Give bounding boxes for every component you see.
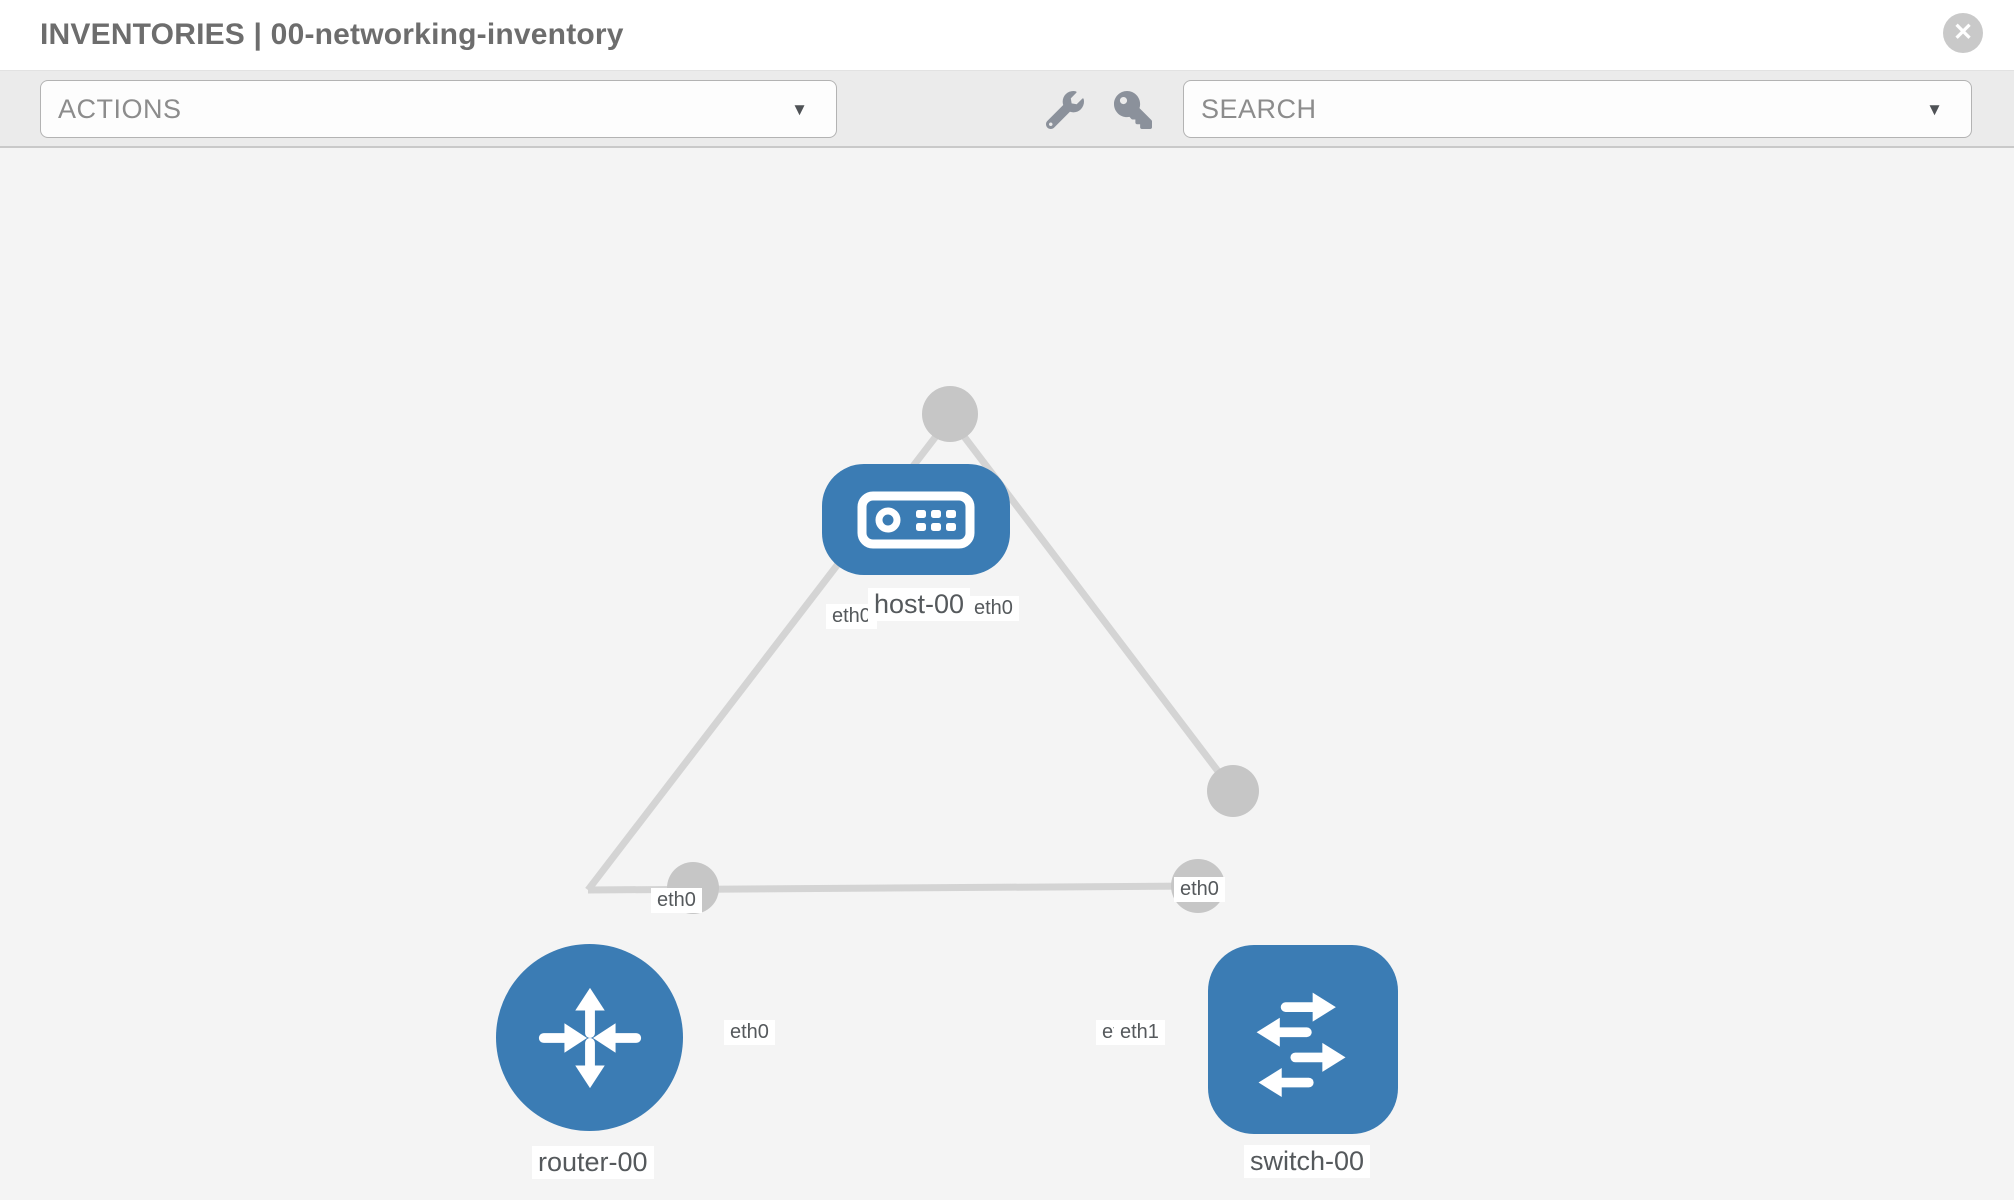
iface-label-router-eth0-top: eth0	[651, 888, 702, 913]
node-switch-00[interactable]	[1208, 945, 1398, 1134]
iface-label-host-eth0-right: eth0	[968, 596, 1019, 621]
page-title: INVENTORIES | 00-networking-inventory	[40, 18, 624, 51]
node-host-00[interactable]	[822, 464, 1010, 575]
iface-label-router-eth0-mid: eth0	[724, 1020, 775, 1045]
chevron-down-icon: ▼	[791, 100, 808, 119]
search-dropdown[interactable]: SEARCH ▼	[1183, 80, 1972, 138]
iface-label-switch-eth0-top: eth0	[1174, 877, 1225, 902]
chevron-down-icon: ▼	[1926, 100, 1943, 119]
panel-header: INVENTORIES | 00-networking-inventory ✕	[0, 0, 2014, 71]
node-label-router-00[interactable]: router-00	[532, 1146, 654, 1179]
topology-canvas[interactable]: host-00 router-00 switch-00 eth0 eth0 et…	[0, 148, 2014, 1198]
actions-dropdown-label: ACTIONS	[58, 93, 182, 124]
toolbar: ACTIONS ▼ SEARCH ▼	[0, 71, 2014, 148]
iface-label-switch-eth1: eth1	[1114, 1020, 1165, 1045]
node-router-00[interactable]	[496, 944, 683, 1131]
topology-links-layer	[585, 386, 1259, 914]
interface-dot-host[interactable]	[922, 386, 978, 442]
switch-icon	[1256, 992, 1346, 1097]
key-icon[interactable]	[1114, 91, 1152, 129]
search-dropdown-label: SEARCH	[1201, 93, 1317, 124]
router-icon	[538, 987, 641, 1088]
interface-dot-switch-eth0[interactable]	[1207, 765, 1259, 817]
actions-dropdown[interactable]: ACTIONS ▼	[40, 80, 837, 138]
close-icon[interactable]: ✕	[1943, 13, 1983, 53]
node-label-host-00[interactable]: host-00	[868, 588, 971, 621]
host-icon	[857, 491, 975, 548]
node-label-switch-00[interactable]: switch-00	[1244, 1145, 1371, 1178]
wrench-icon[interactable]	[1045, 91, 1084, 130]
